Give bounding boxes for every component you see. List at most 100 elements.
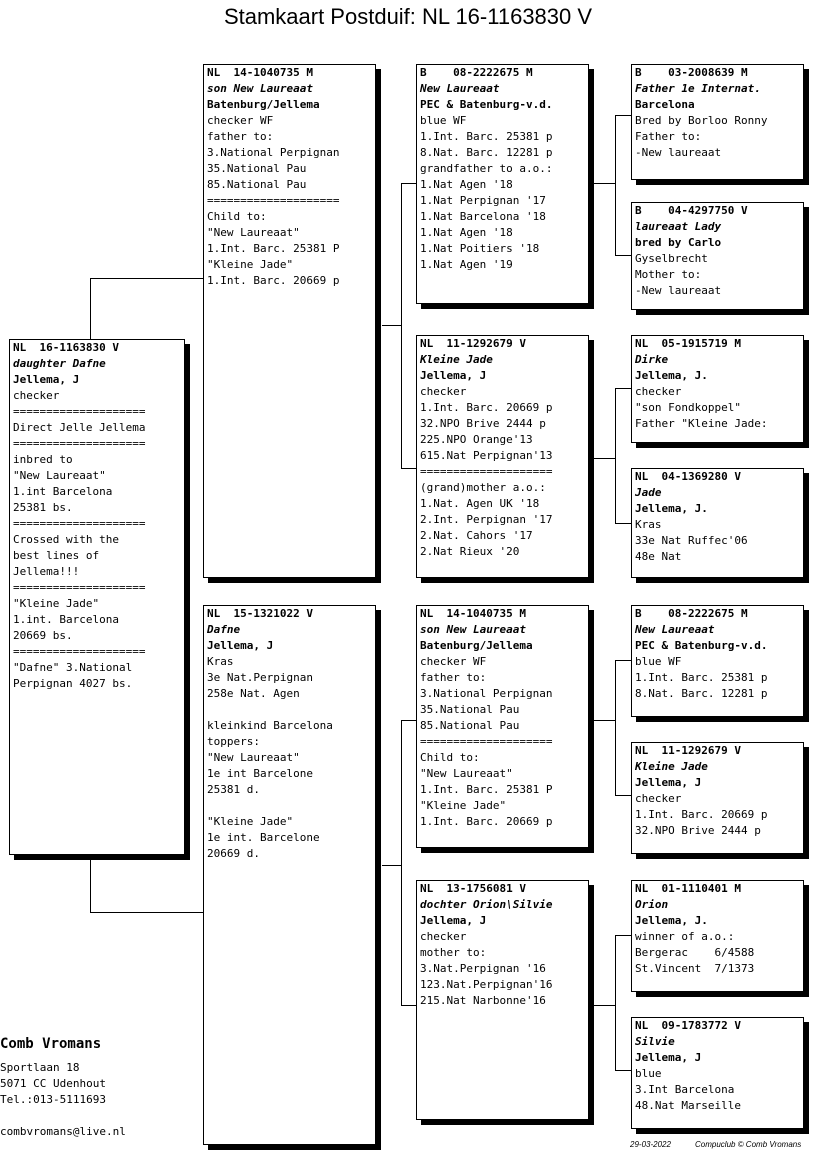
pedigree-line: Jellema, J bbox=[635, 776, 702, 789]
pedigree-line: 615.Nat Perpignan'13 bbox=[420, 449, 553, 462]
pedigree-line: 8.Nat. Barc. 12281 p bbox=[420, 146, 553, 159]
connector-line bbox=[594, 1005, 615, 1006]
pedigree-line: ==================== bbox=[420, 735, 553, 748]
pedigree-line: New Laureaat bbox=[420, 82, 500, 95]
pedigree-line: 1e int. Barcelone bbox=[207, 831, 320, 844]
pedigree-line: ==================== bbox=[13, 645, 146, 658]
connector-line bbox=[401, 183, 417, 184]
pedigree-line: Kleine Jade bbox=[635, 760, 708, 773]
ring-number: B 08-2222675 M bbox=[635, 607, 748, 620]
pedigree-line: Jellema, J bbox=[207, 639, 274, 652]
connector-line bbox=[401, 720, 402, 1005]
pedigree-line: son New Laureaat bbox=[420, 623, 526, 636]
pedigree-line: 1.Int. Barc. 25381 p bbox=[635, 671, 768, 684]
pedigree-line: Batenburg/Jellema bbox=[207, 98, 320, 111]
pedigree-line: 32.NPO Brive 2444 p bbox=[420, 417, 546, 430]
pedigree-line: Jellema, J bbox=[420, 914, 487, 927]
pedigree-line: 1.Int. Barc. 25381 p bbox=[420, 130, 553, 143]
connector-line bbox=[615, 115, 616, 255]
pedigree-line: 1.Nat Poitiers '18 bbox=[420, 242, 540, 255]
pedigree-line: 35.National Pau bbox=[420, 703, 520, 716]
pedigree-line: Kleine Jade bbox=[420, 353, 493, 366]
pedigree-line: 215.Nat Narbonne'16 bbox=[420, 994, 546, 1007]
pedigree-line: 3.Nat.Perpignan '16 bbox=[420, 962, 546, 975]
breeder-city: 5071 CC Udenhout bbox=[0, 1077, 106, 1090]
pedigree-line: 1.Int. Barc. 20669 p bbox=[207, 274, 340, 287]
pedigree-line: 1.Nat Agen '19 bbox=[420, 258, 513, 271]
software-credit: Compuclub © Comb Vromans bbox=[695, 1140, 802, 1149]
connector-line bbox=[615, 255, 632, 256]
pedigree-line: Child to: bbox=[207, 210, 267, 223]
pedigree-line: PEC & Batenburg-v.d. bbox=[635, 639, 768, 652]
pedigree-line: Jellema, J. bbox=[635, 502, 708, 515]
pedigree-line: 1e int Barcelone bbox=[207, 767, 313, 780]
page-title: Stamkaart Postduif: NL 16-1163830 V bbox=[223, 4, 593, 29]
pedigree-line: 35.National Pau bbox=[207, 162, 307, 175]
connector-line bbox=[401, 468, 417, 469]
pedigree-line: best lines of bbox=[13, 549, 100, 562]
connector-line bbox=[90, 912, 204, 913]
pedigree-line: checker bbox=[420, 385, 467, 398]
pedigree-line: "Kleine Jade" bbox=[207, 815, 294, 828]
pedigree-line: Bred by Borloo Ronny bbox=[635, 114, 768, 127]
pedigree-line: 48e Nat bbox=[635, 550, 682, 563]
breeder-email: combvromans@live.nl bbox=[0, 1125, 126, 1138]
pedigree-line: 3.National Perpignan bbox=[207, 146, 340, 159]
pedigree-line: "New Laureaat" bbox=[207, 226, 300, 239]
pedigree-line: 20669 d. bbox=[207, 847, 260, 860]
ring-number: NL 09-1783772 V bbox=[635, 1019, 741, 1032]
pedigree-line: son New Laureaat bbox=[207, 82, 313, 95]
pedigree-line: Barcelona bbox=[635, 98, 695, 111]
pedigree-line: 1.int. Barcelona bbox=[13, 613, 119, 626]
pedigree-line: St.Vincent 7/1373 bbox=[635, 962, 755, 975]
pedigree-line: blue WF bbox=[635, 655, 682, 668]
pedigree-line: blue WF bbox=[420, 114, 467, 127]
pedigree-line: 25381 bs. bbox=[13, 501, 73, 514]
pedigree-line: ==================== bbox=[13, 437, 146, 450]
pedigree-line: "Kleine Jade" bbox=[13, 597, 100, 610]
pedigree-line: grandfather to a.o.: bbox=[420, 162, 553, 175]
connector-line bbox=[615, 1070, 632, 1071]
connector-line bbox=[90, 855, 91, 912]
pedigree-line: 33e Nat Ruffec'06 bbox=[635, 534, 748, 547]
ring-number: NL 04-1369280 V bbox=[635, 470, 741, 483]
ring-number: NL 05-1915719 M bbox=[635, 337, 741, 350]
connector-line bbox=[615, 935, 616, 1070]
pedigree-line: ==================== bbox=[13, 581, 146, 594]
pedigree-line: "Kleine Jade" bbox=[207, 258, 294, 271]
pedigree-line: Crossed with the bbox=[13, 533, 119, 546]
pedigree-line: "New Laureaat" bbox=[207, 751, 300, 764]
connector-line bbox=[401, 1005, 417, 1006]
connector-line bbox=[594, 183, 615, 184]
pedigree-line: 85.National Pau bbox=[420, 719, 520, 732]
pedigree-line: PEC & Batenburg-v.d. bbox=[420, 98, 553, 111]
pedigree-line bbox=[207, 798, 372, 814]
pedigree-line: checker bbox=[420, 930, 467, 943]
connector-line bbox=[382, 865, 401, 866]
pedigree-line: 25381 d. bbox=[207, 783, 260, 796]
connector-line bbox=[615, 388, 632, 389]
breeder-name: Comb Vromans bbox=[0, 1036, 102, 1052]
pedigree-line: Jellema, J bbox=[420, 369, 487, 382]
pedigree-line: Orion bbox=[635, 898, 669, 911]
pedigree-line: 1.Nat. Agen UK '18 bbox=[420, 497, 540, 510]
pedigree-line: 85.National Pau bbox=[207, 178, 307, 191]
pedigree-line: 48.Nat Marseille bbox=[635, 1099, 741, 1112]
connector-line bbox=[615, 795, 632, 796]
pedigree-line: Jellema, J. bbox=[635, 369, 708, 382]
connector-line bbox=[401, 720, 417, 721]
pedigree-line: Father "Kleine Jade: bbox=[635, 417, 768, 430]
ring-number: NL 16-1163830 V bbox=[13, 341, 119, 354]
ring-number: NL 01-1110401 M bbox=[635, 882, 741, 895]
connector-line bbox=[90, 278, 204, 279]
pedigree-line: father to: bbox=[207, 130, 274, 143]
connector-line bbox=[615, 660, 632, 661]
pedigree-line: Batenburg/Jellema bbox=[420, 639, 533, 652]
